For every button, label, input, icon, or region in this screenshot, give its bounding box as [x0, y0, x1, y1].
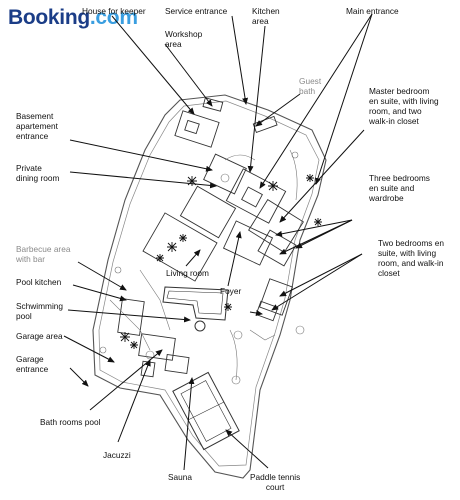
label-two-bedrooms: Two bedrooms en suite, with living room,… [378, 238, 444, 278]
label-service-entrance: Service entrance [165, 6, 228, 16]
label-paddle-tennis: Paddle tennis court [250, 472, 301, 492]
booking-logo: Booking.com [8, 6, 138, 30]
label-sauna: Sauna [168, 472, 192, 482]
logo-part-com: .com [89, 6, 138, 29]
label-three-bedrooms: Three bedrooms en suite and wardrobe [369, 173, 430, 203]
label-swimming-pool: Schwimming pool [16, 301, 64, 321]
label-kitchen-area: Kitchen area [252, 6, 280, 26]
label-garage-entrance: Garage entrance [16, 354, 49, 374]
buildings [117, 97, 304, 378]
round-shrubs [99, 151, 305, 385]
label-house-for-keeper: House for keeper [82, 6, 146, 16]
label-living-room: Living room [166, 268, 209, 278]
label-barbecue-area: Barbecue area with bar [16, 244, 71, 264]
label-pool-kitchen: Pool kitchen [16, 277, 62, 287]
label-foyer: Foyer [220, 286, 242, 296]
trees [120, 174, 322, 349]
label-master-bedroom: Master bedroom en suite, with living roo… [369, 86, 439, 126]
walkways [109, 149, 298, 381]
label-main-entrance: Main entrance [346, 6, 399, 16]
property-outline [92, 94, 327, 479]
leader-lines [63, 13, 373, 471]
label-basement-entrance: Basement apartement entrance [16, 111, 58, 141]
paddle-tennis-court-shape [172, 371, 240, 451]
logo-part-booking: Booking [8, 6, 90, 29]
label-garage-area: Garage area [16, 331, 63, 341]
label-guest-bath: Guest bath [299, 76, 322, 96]
label-workshop-area: Workshop area [165, 29, 203, 49]
label-bath-rooms-pool: Bath rooms pool [40, 417, 101, 427]
label-private-dining: Private dining room [16, 163, 60, 183]
swimming-pool-shape [162, 286, 229, 332]
label-jacuzzi: Jacuzzi [103, 450, 131, 460]
